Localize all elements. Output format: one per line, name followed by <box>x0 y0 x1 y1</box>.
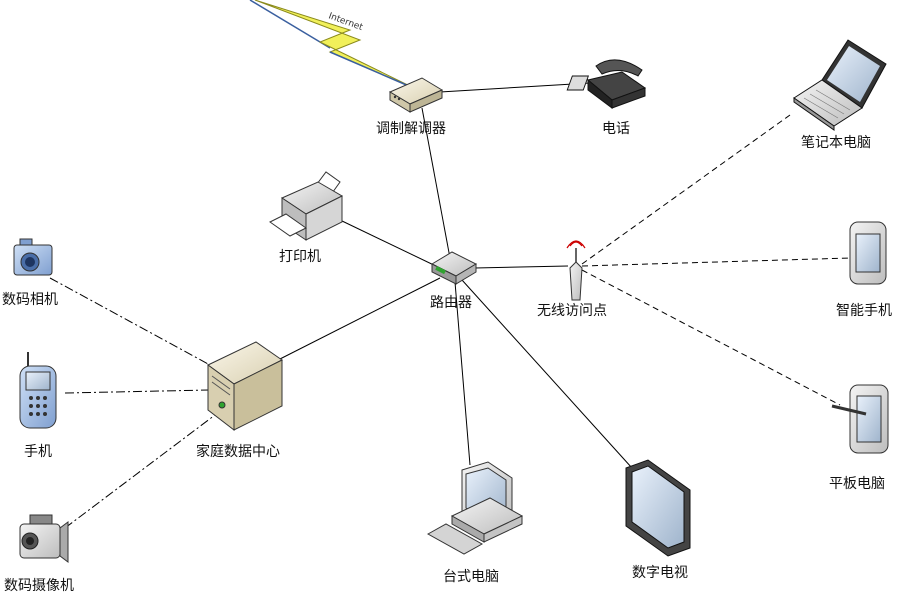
router-label: 路由器 <box>430 295 472 311</box>
link-printer-router <box>339 219 441 269</box>
camcorder-label: 数码摄像机 <box>4 578 74 594</box>
printer-icon <box>269 171 344 241</box>
mobile-label: 手机 <box>24 444 52 460</box>
digital-tv-label: 数字电视 <box>632 565 688 581</box>
server-icon <box>207 341 283 432</box>
link-router-datacenter <box>277 277 441 361</box>
desktop-icon <box>426 461 524 555</box>
router-icon <box>430 251 478 285</box>
tv-icon <box>625 459 691 557</box>
link-modem-phone <box>439 82 591 93</box>
mobile-icon <box>19 352 57 429</box>
link-router-ap <box>474 265 569 269</box>
wireless-ap-label: 无线访问点 <box>537 303 607 319</box>
link-ap-smartphone <box>581 257 851 267</box>
link-modem-router <box>421 107 451 259</box>
connections <box>277 82 633 469</box>
laptop-label: 笔记本电脑 <box>801 135 871 151</box>
phone-icon <box>566 59 647 109</box>
smartphone-label: 智能手机 <box>836 303 892 319</box>
home-data-center-label: 家庭数据中心 <box>196 444 280 460</box>
phone-label: 电话 <box>602 121 630 137</box>
camera-icon <box>13 238 53 276</box>
internet-bolt-icon: Internet <box>249 0 419 91</box>
link-camera-datacenter <box>49 277 211 366</box>
modem-label: 调制解调器 <box>376 121 446 137</box>
wireless-ap-icon <box>566 240 586 301</box>
tablet-label: 平板电脑 <box>829 476 885 492</box>
modem-icon <box>388 77 444 113</box>
link-router-desktop <box>454 281 471 466</box>
link-ap-laptop <box>581 114 791 265</box>
printer-label: 打印机 <box>279 249 321 265</box>
link-router-tv <box>461 279 633 469</box>
laptop-icon <box>793 39 887 131</box>
link-mobile-datacenter <box>64 389 211 394</box>
camera-label: 数码相机 <box>2 292 58 308</box>
smartphone-icon <box>849 221 887 285</box>
camcorder-icon <box>19 514 69 563</box>
tablet-icon <box>831 384 889 454</box>
desktop-label: 台式电脑 <box>443 569 499 585</box>
link-ap-tablet <box>581 269 841 406</box>
wireless-links <box>581 114 851 406</box>
link-camcorder-datacenter <box>64 414 216 529</box>
sync-links <box>49 277 216 529</box>
